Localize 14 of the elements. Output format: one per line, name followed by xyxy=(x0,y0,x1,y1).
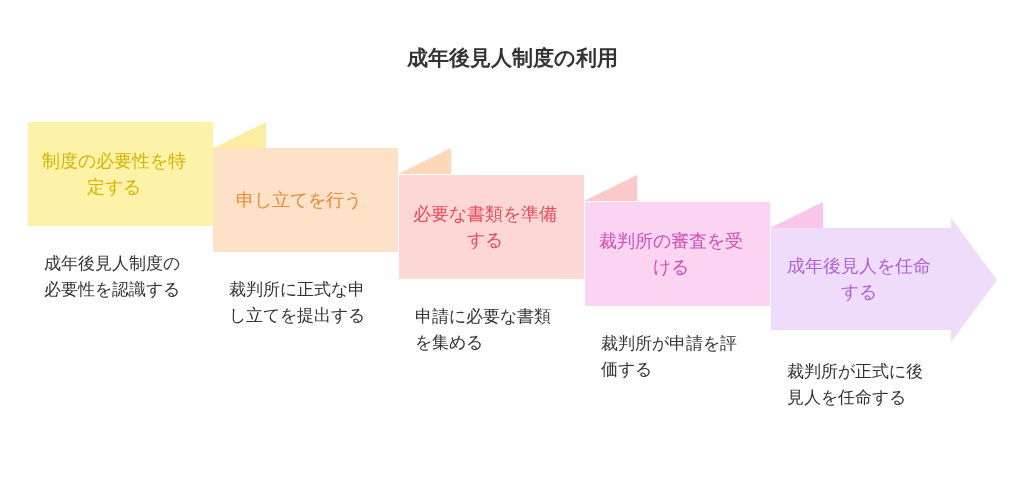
step-title: 必要な書類を準備する xyxy=(412,202,558,252)
diagram-title: 成年後見人制度の利用 xyxy=(405,45,619,72)
step-description: 裁判所が申請を評価する xyxy=(601,332,738,381)
step-title: 裁判所の審査を受ける xyxy=(598,229,744,279)
step-description: 裁判所に正式な申し立てを提出する xyxy=(229,278,366,327)
step-title: 成年後見人を任命する xyxy=(786,254,932,304)
step-description: 裁判所が正式に後見人を任命する xyxy=(787,360,924,409)
step-title: 申し立てを行う xyxy=(235,188,363,212)
arrow-step-banner xyxy=(771,218,997,342)
step-banner xyxy=(399,175,637,279)
step-description: 成年後見人制度の必要性を認識する xyxy=(44,252,181,301)
step-title: 制度の必要性を特定する xyxy=(41,149,187,199)
step-banner xyxy=(585,202,823,306)
step-description: 申請に必要な書類を集める xyxy=(415,305,552,354)
